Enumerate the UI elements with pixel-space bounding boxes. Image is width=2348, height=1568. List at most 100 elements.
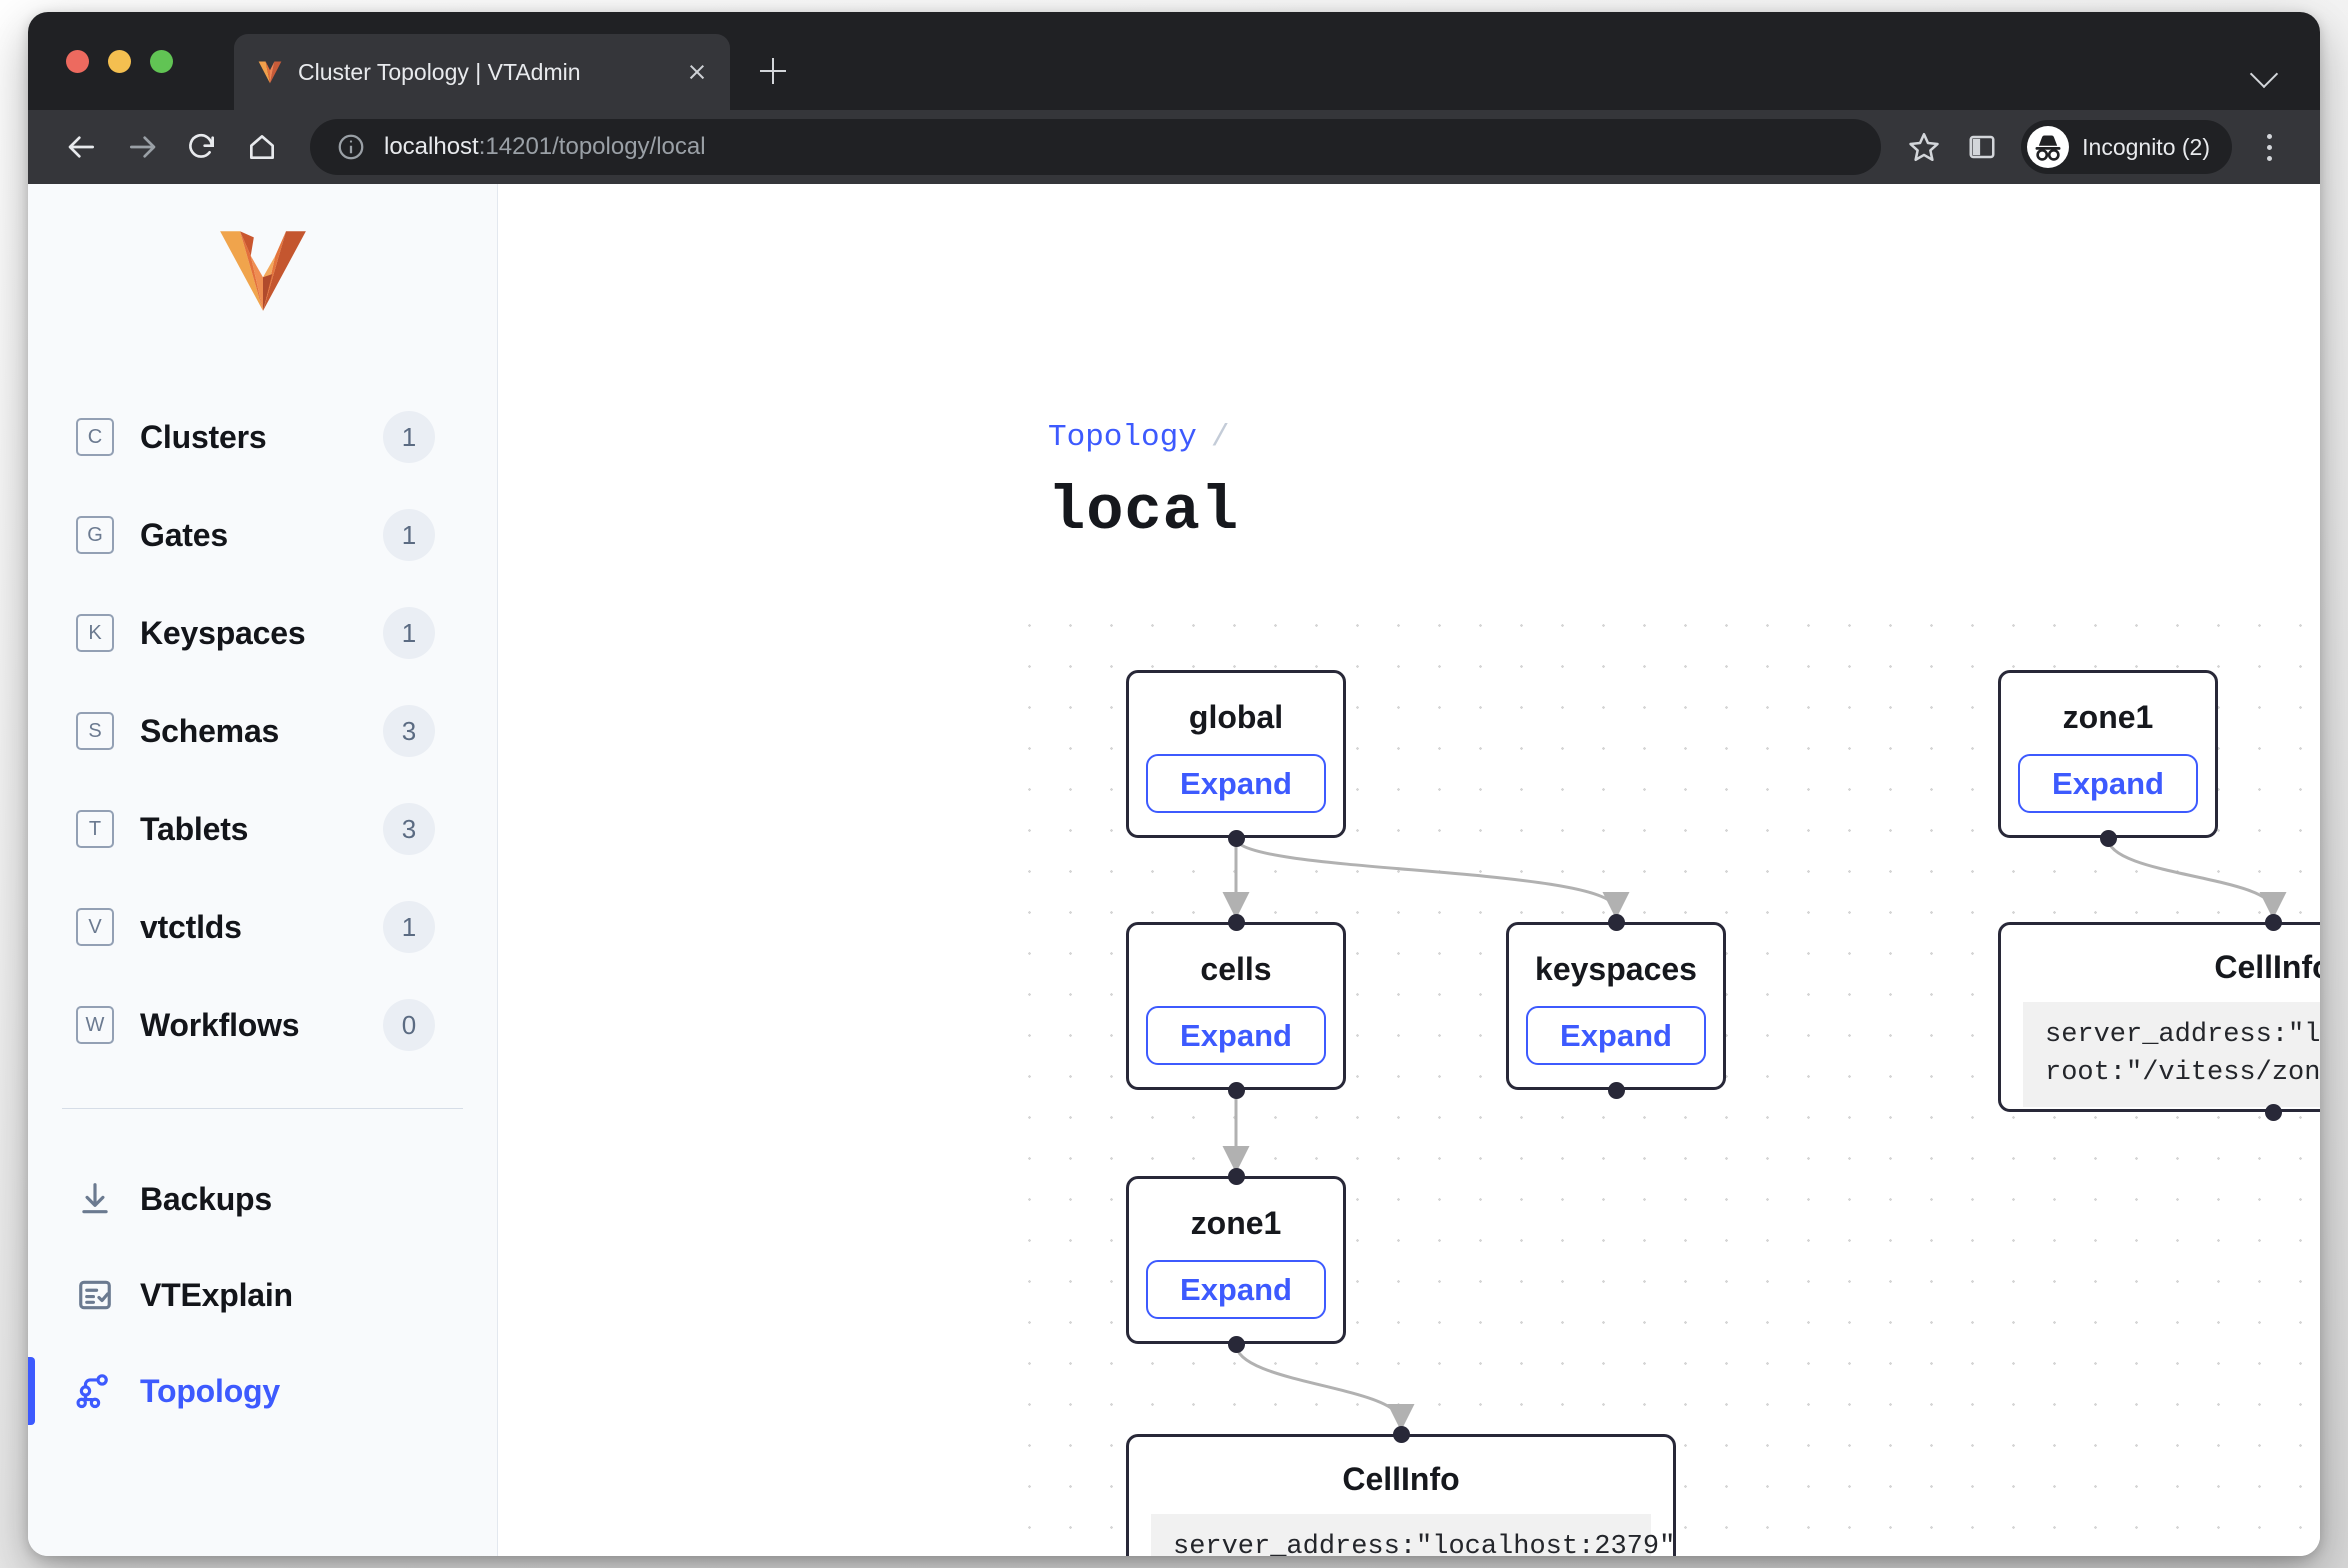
address-bar[interactable]: localhost:14201/topology/local — [310, 119, 1882, 175]
sidebar-item-vtctlds[interactable]: V vtctlds 1 — [60, 878, 465, 976]
node-handle-bottom[interactable] — [2099, 829, 2117, 847]
url-path: :14201/topology/local — [478, 133, 706, 160]
node-handle-bottom[interactable] — [2264, 1103, 2282, 1121]
node-handle-top[interactable] — [2264, 913, 2282, 931]
node-title: zone1 — [1190, 1205, 1282, 1241]
node-handle-bottom[interactable] — [1227, 829, 1245, 847]
expand-button[interactable]: Expand — [2018, 754, 2198, 813]
node-title: zone1 — [2062, 699, 2154, 735]
cellinfo-code: server_address:"localhost:2379" root:"/v… — [2023, 1002, 2320, 1107]
topology-canvas[interactable]: global Expand cells Expand keyspaces Exp… — [998, 614, 2320, 1556]
close-tab-icon[interactable] — [680, 55, 714, 89]
schemas-letter-icon: S — [76, 712, 114, 750]
sidebar-item-count: 1 — [383, 411, 435, 463]
sidebar-item-count: 3 — [383, 705, 435, 757]
node-title: CellInfo — [1342, 1461, 1460, 1497]
checklist-icon — [79, 1280, 111, 1310]
url-text: localhost:14201/topology/local — [384, 133, 706, 161]
profile-label: Incognito (2) — [2082, 133, 2210, 160]
sidebar-item-tablets[interactable]: T Tablets 3 — [60, 780, 465, 878]
sidebar-item-topology[interactable]: Topology — [28, 1343, 465, 1439]
forward-button[interactable] — [114, 119, 170, 175]
sidebar-logo[interactable] — [28, 222, 497, 314]
topology-node-keyspaces[interactable]: keyspaces Expand — [1506, 913, 1726, 1099]
minimize-window-button[interactable] — [108, 50, 131, 73]
expand-button[interactable]: Expand — [1146, 1006, 1326, 1065]
breadcrumb-separator: / — [1210, 420, 1230, 455]
node-handle-top[interactable] — [1607, 913, 1625, 931]
info-icon — [338, 134, 364, 160]
sidebar-nav-tools: Backups VTExplain — [28, 1151, 497, 1439]
tab-title: Cluster Topology | VTAdmin — [298, 58, 581, 85]
node-title: keyspaces — [1535, 951, 1697, 987]
breadcrumb-topology-link[interactable]: Topology — [1048, 420, 1197, 455]
expand-button[interactable]: Expand — [1526, 1006, 1706, 1065]
topology-node-zone1-right[interactable]: zone1 Expand — [1998, 670, 2218, 847]
node-handle-top[interactable] — [1227, 1167, 1245, 1185]
node-handle-bottom[interactable] — [1607, 1081, 1625, 1099]
chevron-down-icon[interactable] — [2248, 56, 2280, 88]
sidebar-item-count: 1 — [383, 607, 435, 659]
close-window-button[interactable] — [66, 50, 89, 73]
main-content: Topology / local — [498, 184, 2320, 1556]
bookmark-button[interactable] — [1897, 120, 1951, 174]
home-button[interactable] — [234, 119, 290, 175]
sidebar-item-clusters[interactable]: C Clusters 1 — [60, 388, 465, 486]
back-button[interactable] — [54, 119, 110, 175]
sidebar-item-keyspaces[interactable]: K Keyspaces 1 — [60, 584, 465, 682]
node-title: global — [1188, 699, 1284, 735]
sidebar-item-label: Backups — [140, 1180, 272, 1217]
vtctlds-letter-icon: V — [76, 908, 114, 946]
sidebar-item-count: 1 — [383, 901, 435, 953]
vitess-logo — [219, 231, 306, 311]
topology-node-cellinfo-right[interactable]: CellInfo server_address:"localhost:2379"… — [1998, 913, 2320, 1121]
kebab-dot — [2267, 134, 2272, 139]
browser-tab[interactable]: Cluster Topology | VTAdmin — [234, 34, 730, 110]
app-page: C Clusters 1 G Gates 1 K Keyspaces 1 S S… — [28, 184, 2320, 1556]
node-title: CellInfo — [2214, 949, 2320, 985]
sidebar-item-schemas[interactable]: S Schemas 3 — [60, 682, 465, 780]
workflows-letter-icon: W — [76, 1006, 114, 1044]
sidebar-item-count: 0 — [383, 999, 435, 1051]
browser-toolbar: localhost:14201/topology/local — [28, 110, 2320, 184]
sidebar-item-label: Tablets — [140, 810, 249, 847]
topology-node-zone1-left[interactable]: zone1 Expand — [1126, 1167, 1346, 1353]
sidebar-item-count: 3 — [383, 803, 435, 855]
sidebar-item-workflows[interactable]: W Workflows 0 — [60, 976, 465, 1074]
sidebar-item-label: Topology — [140, 1372, 280, 1409]
node-handle-top[interactable] — [1227, 913, 1245, 931]
vitess-logo-icon — [258, 61, 282, 84]
expand-button[interactable]: Expand — [1146, 1260, 1326, 1319]
active-indicator — [28, 1357, 35, 1425]
gates-letter-icon: G — [76, 516, 114, 554]
keyspaces-letter-icon: K — [76, 614, 114, 652]
page-title: local — [1048, 476, 1240, 547]
maximize-window-button[interactable] — [150, 50, 173, 73]
sidebar-item-label: Clusters — [140, 418, 267, 455]
node-handle-bottom[interactable] — [1227, 1335, 1245, 1353]
sidebar-item-vtexplain[interactable]: VTExplain — [60, 1247, 465, 1343]
browser-menu-button[interactable] — [2246, 120, 2292, 174]
profile-button[interactable]: Incognito (2) — [2021, 120, 2232, 174]
expand-button[interactable]: Expand — [1146, 754, 1326, 813]
browser-window: Cluster Topology | VTAdmin — [28, 12, 2320, 1556]
topology-node-cells[interactable]: cells Expand — [1126, 913, 1346, 1099]
edge-zone1-cellinfo — [1234, 1343, 1415, 1431]
side-panel-button[interactable] — [1955, 120, 2009, 174]
window-traffic-lights — [66, 50, 173, 73]
arrow-right-icon — [130, 136, 156, 158]
new-tab-button[interactable] — [750, 48, 796, 94]
reload-button[interactable] — [174, 119, 230, 175]
sidebar-item-gates[interactable]: G Gates 1 — [60, 486, 465, 584]
sidebar-item-label: Gates — [140, 516, 228, 553]
tablets-letter-icon: T — [76, 810, 114, 848]
incognito-icon — [2027, 126, 2070, 168]
sidebar-item-label: Schemas — [140, 712, 280, 749]
edge-global-keyspaces — [1234, 837, 1630, 919]
node-handle-bottom[interactable] — [1227, 1081, 1245, 1099]
breadcrumb: Topology / — [1048, 420, 1229, 455]
sidebar-item-backups[interactable]: Backups — [60, 1151, 465, 1247]
topology-node-global[interactable]: global Expand — [1126, 670, 1346, 847]
topology-node-cellinfo-bottom[interactable]: CellInfo server_address:"localhost:2379"… — [1126, 1425, 1676, 1556]
node-handle-top[interactable] — [1392, 1425, 1410, 1443]
